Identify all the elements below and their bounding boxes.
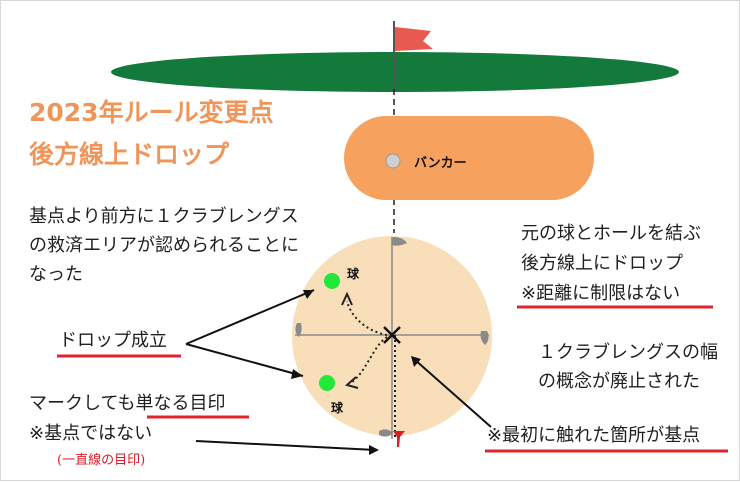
arrow-to-upper-ball-head	[303, 290, 314, 299]
right-text2-line-1: １クラブレングスの幅	[538, 342, 718, 363]
x-mark-b	[383, 326, 401, 344]
left-text-line-2: の救済エリアが認められることに	[29, 235, 299, 256]
right-text-line-1: 元の球とホールを結ぶ	[521, 223, 701, 244]
left-text-line-1: 基点より前方に１クラブレングス	[29, 206, 299, 227]
arrow-to-tee	[195, 440, 377, 451]
bounce-arrow-lower-head	[344, 376, 359, 389]
arrow-to-base-point	[413, 358, 492, 428]
bounce-arrow-upper-head	[341, 291, 353, 306]
ball-upper	[324, 273, 340, 289]
arrow-to-lower-ball	[185, 343, 304, 377]
arrow-to-base-point-head	[411, 356, 421, 367]
base-point-label: ※最初に触れた箇所が基点	[487, 425, 701, 446]
right-text-line-2: 後方線上にドロップ	[521, 253, 683, 274]
ball-label-lower: 球	[331, 401, 344, 415]
bunker-label: バンカー	[414, 156, 467, 171]
left-text-line-3: なった	[29, 264, 83, 285]
arrow-to-tee-head	[369, 445, 379, 455]
ball-label-upper: 球	[347, 267, 360, 281]
club-icon	[295, 237, 489, 437]
mark-note: (一直線の目印)	[57, 453, 146, 468]
bounce-arrow-upper	[346, 300, 388, 336]
title-line-2: 後方線上ドロップ	[29, 140, 230, 169]
mark-text-line-2: ※基点ではない	[29, 423, 153, 444]
bunker	[344, 116, 594, 200]
drop-ok-label: ドロップ成立	[59, 330, 167, 351]
tee-icon	[393, 431, 405, 447]
ball-lower	[319, 375, 335, 391]
arrow-to-upper-ball	[185, 289, 315, 345]
flag-icon	[395, 27, 433, 51]
title-line-1: 2023年ルール変更点	[29, 98, 274, 127]
right-text2-line-2: の概念が廃止された	[538, 371, 700, 392]
right-text-line-3: ※距離に制限はない	[521, 283, 681, 304]
mark-text-line-1: マークしても単なる目印	[29, 393, 226, 414]
golf-ball-icon	[385, 153, 401, 169]
arrow-to-lower-ball-head	[291, 369, 303, 379]
